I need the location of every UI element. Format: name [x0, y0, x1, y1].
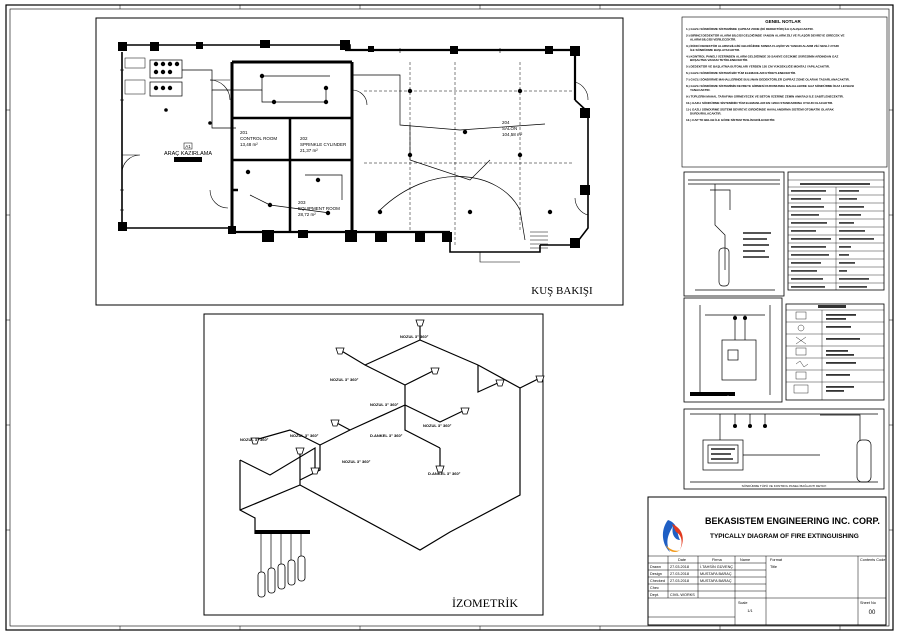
floor-plan-panel: A1 ARAÇ KAZIRLAMA 201 CONTROL ROOM 13,48…: [95, 17, 624, 306]
note-item: 6-) GAZLI SÖNDÜRME SİSTEMİ BİR TÜM ELEMA…: [686, 70, 796, 75]
cylinder-bank-lower: [124, 79, 183, 97]
note-item: 4-) KONTROL PANELİ ÜZERİNDEN ALARM GELDİ…: [686, 53, 839, 62]
room-area: 104,58 m²: [502, 132, 523, 137]
scale-label: Scale: [738, 601, 748, 605]
note-item: 5-) DEDEKTÖR VE BAŞLATMA BUTONLARI YERDE…: [686, 64, 830, 69]
sheet-no-value: 00: [869, 610, 876, 616]
signoff-rows: Drawn 27.03.2018 İ.TAHSİN GÜVENÇ Design …: [650, 564, 733, 597]
nozzle-label: D.ANKEL 3" 360°: [370, 433, 403, 438]
isometric-panel: NOZUL 3" 360° NOZUL 3" 360° NOZUL 3" 360…: [203, 313, 545, 616]
nozzle-label: NOZUL 3" 360°: [423, 423, 452, 428]
room-area: 13,48 m²: [240, 142, 258, 147]
note-item: 8-) GAZLI SÖNDÜRME SİSTEMİNİN DEVREYE Gİ…: [686, 83, 854, 92]
col-format-header: Format: [770, 558, 783, 562]
room-201-label: 201 CONTROL ROOM 13,48 m²: [240, 130, 277, 147]
scale-value: 1/1: [747, 609, 752, 613]
room-name: SPRINKLE CYLINDER: [300, 142, 347, 147]
iso-nozzle-labels: NOZUL 3" 360° NOZUL 3" 360° NOZUL 3" 360…: [240, 334, 461, 476]
row-name: MUSTAFA BARAÇ: [700, 572, 732, 576]
room-204-label: 204 SALON 104,58 m²: [502, 120, 523, 137]
col-firma-header: Firma: [712, 558, 723, 562]
note-item: 10-) GAZLI SÖNDÜRME SİSTEMİNİN TÜM ELEMA…: [686, 100, 833, 105]
row-date: 27.03.2018: [670, 579, 689, 583]
nozzle-label: D.ANKEL 3" 360°: [428, 471, 461, 476]
row-role: Chec: [650, 586, 659, 590]
room-203-label: 203 EQUIPMENT ROOM 28,72 m²: [298, 200, 340, 217]
detail-caption: DEDEKTÖR-BUTON TİPİK: [712, 395, 757, 400]
door-swings: [121, 79, 589, 263]
nozzle-label: NOZUL 3" 360°: [240, 437, 269, 442]
row-role: Dept.: [650, 593, 659, 597]
room-number: 203: [298, 200, 306, 205]
notes-title: GENEL NOTLAR: [765, 19, 801, 24]
room-area: 28,72 m²: [298, 212, 316, 217]
detail-cylinder-panel: SÖNDÜRME TÜPÜ VE KONTROL PANELİ BAĞLANTI…: [683, 408, 885, 490]
detail-detector-button: DEDEKTÖR-BUTON TİPİK: [683, 297, 783, 403]
note-item: 2-) BİRİNCİ DEDEKTÖR ALARM BİLGİSİ GELDİ…: [686, 33, 844, 42]
title-block: BEKASISTEM ENGINEERING INC. CORP. TYPICA…: [647, 496, 887, 626]
wall-columns: [118, 40, 590, 248]
company-logo: [662, 520, 683, 553]
note-item: 3-) İKİNCİ DEDEKTÖR ALARM BİLGİSİ GELDİĞ…: [686, 43, 839, 52]
row-name: MUSTAFA BARAÇ: [700, 579, 732, 583]
note-item: 11-) GAZLI SÖNDÜRME SİSTEMİ DEVREYE GİRD…: [686, 107, 835, 116]
nozzle-label: NOZUL 3" 360°: [290, 433, 319, 438]
note-item: 7-) GAZLI SÖNDÜRME MAHALLERİNDE BULUNAN …: [686, 77, 850, 82]
notes-list: 1-) GAZLI SÖNDÜRME SİSTEMİNDE ÇAPRAZ ZON…: [686, 26, 854, 122]
detail-callouts: [743, 232, 771, 258]
detail-cylinder-riser: [683, 171, 785, 297]
sheet-border: [5, 4, 894, 631]
company-name: BEKASISTEM ENGINEERING INC. CORP.: [705, 516, 880, 526]
room-a1-label: A1 ARAÇ KAZIRLAMA: [164, 142, 212, 162]
col-date-header: Date: [678, 558, 686, 562]
nozzle-label: NOZUL 3" 360°: [342, 459, 371, 464]
room-number: 204: [502, 120, 510, 125]
room-name: ARAÇ KAZIRLAMA: [164, 151, 212, 157]
room-name: EQUIPMENT ROOM: [298, 206, 340, 211]
spec-table: [787, 171, 885, 291]
col-name-header: Name: [740, 558, 750, 562]
cylinder-bank-upper: [124, 57, 183, 79]
detail-caption: SÖNDÜRME TÜPÜ VE KONTROL PANELİ BAĞLANTI…: [742, 483, 827, 488]
title-label: Title: [770, 565, 777, 569]
plan-nozzles: [164, 73, 553, 216]
nozzle-label: NOZUL 3" 360°: [330, 377, 359, 382]
contents-code-label: Contents Code: [860, 558, 885, 562]
iso-manifold: [255, 530, 310, 598]
room-number: 202: [300, 136, 308, 141]
sheet-no-label: Sheet No: [860, 601, 876, 605]
row-dept: CIVIL WORKS: [670, 593, 695, 597]
row-role: Design: [650, 572, 662, 576]
row-name: İ.TAHSİN GÜVENÇ: [700, 564, 733, 569]
window-ticks: [120, 48, 501, 211]
drawing-subtitle: TYPICALLY DIAGRAM OF FIRE EXTINGUISHING: [710, 533, 859, 540]
room-number: A1: [185, 144, 191, 149]
notes-panel: GENEL NOTLAR 1-) GAZLI SÖNDÜRME SİSTEMİN…: [681, 16, 888, 168]
iso-main-pipes: [239, 320, 541, 551]
note-item: 1-) GAZLI SÖNDÜRME SİSTEMİNDE ÇAPRAZ ZON…: [686, 26, 814, 31]
room-number: 201: [240, 130, 248, 135]
row-role: Checked: [650, 579, 665, 583]
plan-title: KUŞ BAKIŞI: [531, 285, 593, 297]
room-name: SALON: [502, 126, 517, 131]
row-role: Drawn: [650, 565, 661, 569]
row-date: 27.03.2018: [670, 565, 689, 569]
note-item: 9-) TÜPLERİN MAHAL TARAFINA GİRMEYECEK V…: [686, 94, 844, 99]
nozzle-label: NOZUL 3" 360°: [370, 402, 399, 407]
stair: [530, 231, 548, 249]
iso-nozzles: [250, 319, 545, 475]
note-item: 12-) CAP TO BELGE İLE GÖRE SİSTEM TESLİM…: [686, 117, 775, 122]
iso-title: İZOMETRİK: [452, 596, 518, 610]
room-area: 21,37 m²: [300, 148, 318, 153]
room-name: CONTROL ROOM: [240, 136, 277, 141]
row-date: 27.03.2018: [670, 572, 689, 576]
nozzle-label: NOZUL 3" 360°: [400, 334, 429, 339]
room-202-label: 202 SPRINKLE CYLINDER 21,37 m²: [300, 136, 347, 153]
symbol-legend: [785, 303, 885, 401]
